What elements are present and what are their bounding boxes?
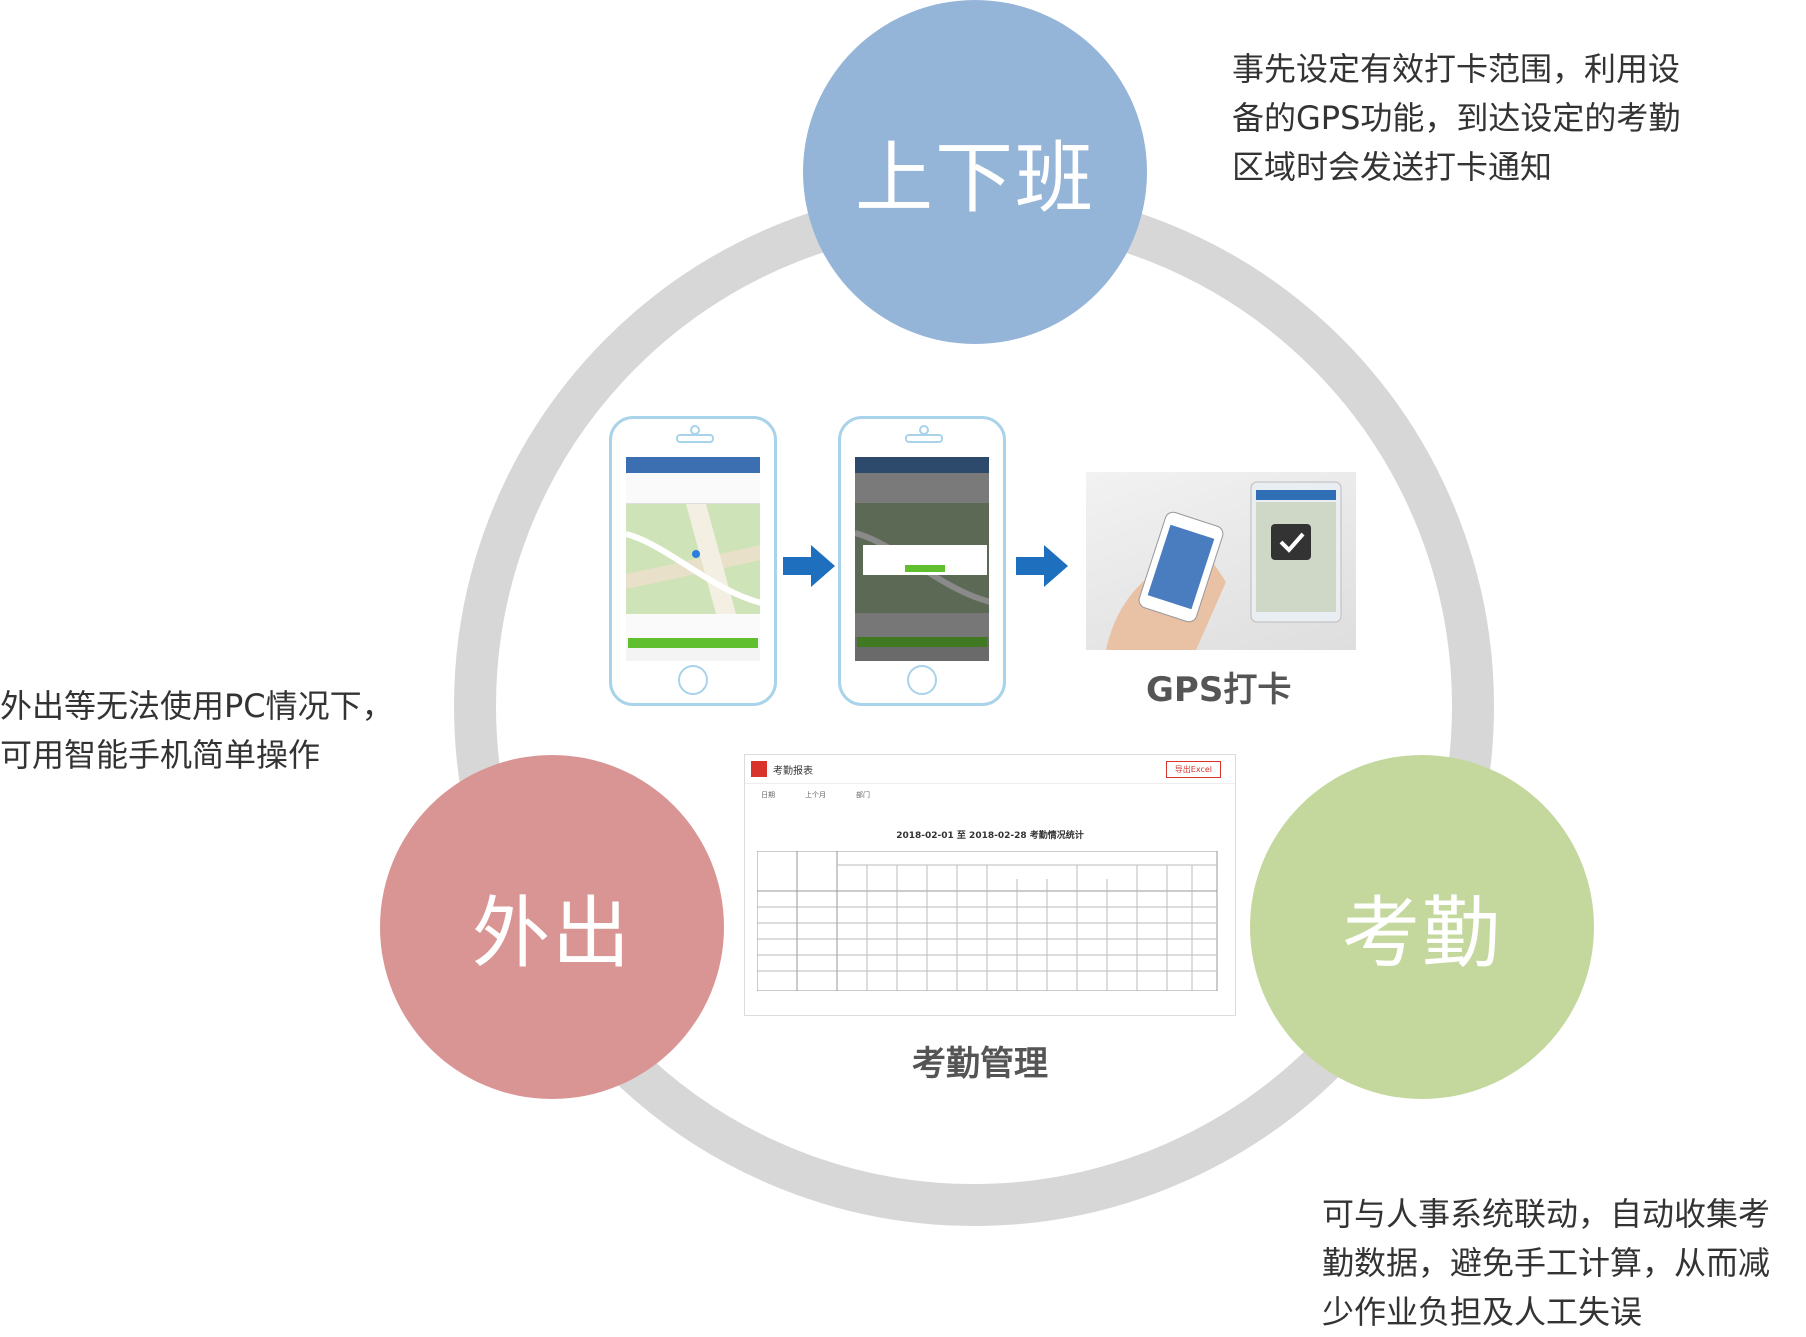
node-attendance: 考勤 xyxy=(1250,755,1594,1099)
phone-before-checkin xyxy=(609,416,777,706)
map-image xyxy=(626,504,760,614)
node-commute: 上下班 xyxy=(803,0,1147,344)
map-image-dimmed xyxy=(855,503,989,613)
node-attendance-label: 考勤 xyxy=(1341,889,1502,979)
filter-date-label: 日期 xyxy=(761,791,775,799)
gps-checkin-photo xyxy=(1086,472,1356,650)
attendance-report-screenshot: 考勤报表 导出Excel 日期 上个月 部门 2018-02-01 至 2018… xyxy=(744,754,1236,1016)
arrow-right-icon xyxy=(783,545,835,587)
filter-department-label: 部门 xyxy=(856,791,870,799)
report-heading: 2018-02-01 至 2018-02-28 考勤情况统计 xyxy=(896,831,1084,841)
phone-screen-dialog xyxy=(855,457,989,661)
caption-attendance: 考勤管理 xyxy=(912,1044,1048,1084)
report-title: 考勤报表 xyxy=(773,765,813,777)
export-excel-button[interactable]: 导出Excel xyxy=(1165,760,1221,778)
report-logo-icon xyxy=(751,761,767,777)
arrow-right-icon xyxy=(1016,545,1068,587)
phone-after-checkin xyxy=(838,416,1006,706)
desc-commute: 事先设定有效打卡范围，利用设 备的GPS功能，到达设定的考勤 区域时会发送打卡通… xyxy=(1232,50,1681,186)
node-outing: 外出 xyxy=(380,755,724,1099)
phone-screen-map xyxy=(626,457,760,661)
filter-period[interactable]: 上个月 xyxy=(805,791,826,799)
report-table xyxy=(757,851,1218,991)
desc-attendance: 可与人事系统联动，自动收集考 勤数据，避免手工计算，从而减 少作业负担及人工失误 xyxy=(1322,1195,1771,1331)
node-commute-label: 上下班 xyxy=(854,134,1095,224)
node-outing-label: 外出 xyxy=(471,889,632,979)
caption-gps: GPS打卡 xyxy=(1146,670,1292,710)
desc-outing: 外出等无法使用PC情况下， 可用智能手机简单操作 xyxy=(0,687,394,774)
hand-holding-phone-icon xyxy=(1106,481,1342,650)
checkin-button[interactable] xyxy=(628,638,758,648)
